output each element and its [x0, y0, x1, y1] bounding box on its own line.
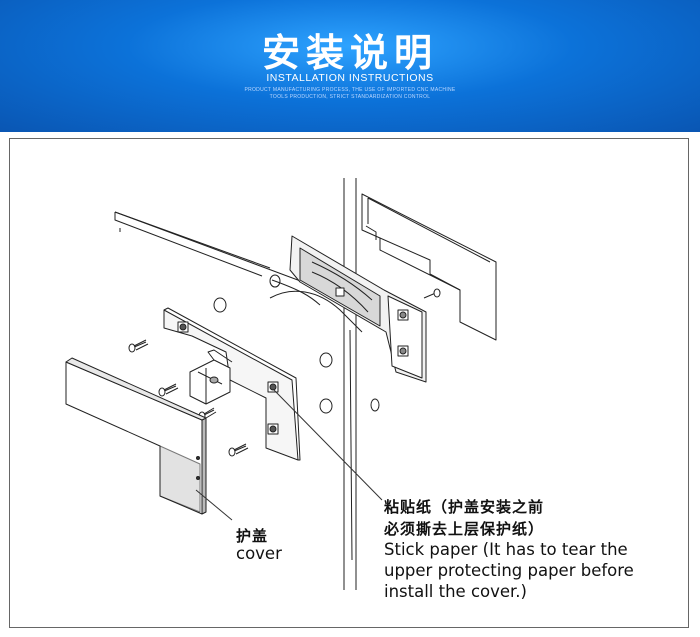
- plate-bracket: [189, 359, 231, 405]
- hinge-pivot-plate: [387, 295, 423, 379]
- header-fine-print-1: PRODUCT MANUFACTURING PROCESS, THE USE O…: [244, 87, 456, 93]
- page-title: 安装说明: [261, 31, 438, 75]
- bottom-cover-top: [65, 357, 207, 421]
- sticker-label-cn-2: 必须撕去上层保护纸）: [384, 520, 545, 538]
- glass-top-line: [114, 211, 331, 293]
- bottom-plate-edge: [163, 307, 301, 461]
- top-cover-edge: [365, 225, 377, 240]
- glass-panel-outline: [114, 211, 353, 561]
- cover-leader-line: [195, 489, 233, 521]
- header-fine-print-2: TOOLS PRODUCTION, STRICT STANDARDIZATION…: [269, 94, 431, 100]
- hinge-arc: [311, 261, 373, 301]
- header-banner: 安装说明 INSTALLATION INSTRUCTIONS PRODUCT M…: [0, 0, 700, 132]
- top-cover-inner: [367, 197, 491, 291]
- glass-cutout-arc: [269, 290, 363, 333]
- screw-2: [158, 383, 179, 397]
- bottom-cover-side: [201, 417, 207, 515]
- sticker-label-cn-1: 粘贴纸（护盖安装之前: [384, 498, 545, 516]
- sticker-leader-line: [273, 389, 383, 501]
- screw-1: [128, 339, 149, 353]
- screw-4: [228, 443, 249, 457]
- page-subtitle: INSTALLATION INSTRUCTIONS: [266, 72, 434, 84]
- hinge-slot: [335, 287, 345, 297]
- bottom-cover-shade: [159, 445, 201, 513]
- cover-label-cn: 护盖: [236, 527, 269, 545]
- sticker-label-en-1: Stick paper (It has to tear the: [384, 540, 628, 559]
- cover-label-en: cover: [236, 544, 282, 563]
- sticker-label-en-3: install the cover.): [384, 582, 527, 601]
- screw-top-right: [423, 288, 441, 299]
- glass-holes: [213, 274, 380, 414]
- sticker-label-en-2: upper protecting paper before: [384, 561, 634, 580]
